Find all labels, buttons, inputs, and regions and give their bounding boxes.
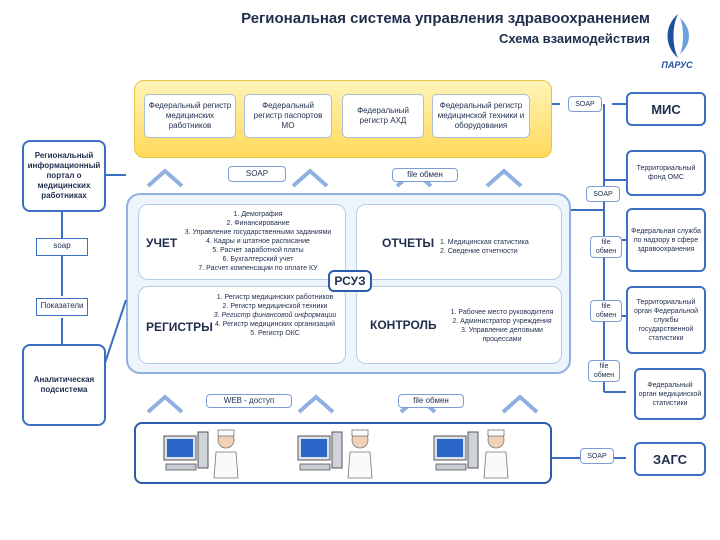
up-arrow-icon [146,168,184,188]
list-item: 2. Сведение отчетности [440,248,518,255]
zags-box: ЗАГС [634,442,706,476]
list-item: 6. Бухгалтерский учет [222,256,294,263]
soap-link-label: SOAP [228,166,286,182]
fed-stat-file-label: file обмен [588,360,620,382]
federal-register-med-workers: Федеральный регистр медицинских работник… [144,94,236,138]
kontrol-block [356,286,562,364]
uchet-list: 1. Демография 2. Финансирование 3. Управ… [178,210,338,273]
foms-soap-label: SOAP [586,186,620,202]
registry-block [138,286,346,364]
mis-box: МИС [626,92,706,126]
list-item: 1. Рабочее место руководителя [450,309,554,316]
indicators-label: Показатели [36,298,88,316]
file-exchange-label: file обмен [398,394,464,408]
workstation-icon [163,429,239,479]
federal-register-ahd: Федеральный регистр АХД [342,94,424,138]
list-item: 1. Регистр медицинских работников [216,294,334,301]
registry-list: 1. Регистр медицинских работников 2. Рег… [212,293,338,338]
registry-title: РЕГИСТРЫ [146,320,213,334]
list-item: 5. Расчет заработной платы [212,247,304,254]
list-item: 3. Управление деловыми процессами [461,327,543,343]
foms-box: Территориальный фонд ОМС [626,150,706,196]
soap-label: soap [36,238,88,256]
roszdrav-file-label: file обмен [590,236,622,258]
roszdrav-box: Федеральная служба по надзору в сфере зд… [626,208,706,272]
list-item: 3. Управление государственными заданиями [184,229,332,236]
list-item: 2. Финансирование [226,220,290,227]
list-item: 4. Регистр медицинских организаций [214,321,336,328]
list-item: 1. Медицинская статистика [440,239,529,246]
zags-soap-label: SOAP [580,448,614,464]
up-arrow-icon [501,394,539,414]
parus-logo [667,14,689,58]
page-title: Региональная система управления здравоох… [241,10,650,27]
up-arrow-icon [146,394,184,414]
federal-register-med-equipment: Федеральный регистр медицинской техники … [432,94,530,138]
up-arrow-icon [297,394,335,414]
list-item: 2. Регистр медицинской техники [222,303,328,310]
list-item: 4. Кадры и штатное расписание [206,238,310,245]
logo-text: ПАРУС [661,60,693,70]
list-item: 2. Администратор учреждения [452,318,552,325]
regional-portal-box: Региональный информационный портал о мед… [22,140,106,212]
list-item: 3. Регистр финансовой информации [213,312,337,319]
workstation-icon [433,429,509,479]
fed-stat-box: Федеральный орган медицинской статистики [634,368,706,420]
analytics-subsystem-box: Аналитическая подсистема [22,344,106,426]
kontrol-title: КОНТРОЛЬ [370,318,437,332]
kontrol-list: 1. Рабочее место руководителя 2. Админис… [444,308,560,344]
otchety-list: 1. Медицинская статистика 2. Сведение от… [440,238,546,256]
federal-register-mo-passports: Федеральный регистр паспортов МО [244,94,332,138]
rsuz-label: РСУЗ [328,270,372,292]
up-arrow-icon [291,168,329,188]
page-subtitle: Схема взаимодействия [499,31,650,46]
mis-soap-label: SOAP [568,96,602,112]
list-item: 1. Демография [233,211,283,218]
list-item: 7. Расчет компенсации по оплате КУ [198,265,318,272]
list-item: 5. Регистр ОКС [250,330,300,337]
uchet-title: УЧЕТ [146,236,178,250]
workstation-icon [297,429,373,479]
otchety-title: ОТЧЕТЫ [382,236,435,250]
file-exchange-link-label: file обмен [392,168,458,182]
rosstat-box: Территориальный орган Федеральной службы… [626,286,706,354]
up-arrow-icon [485,168,523,188]
rosstat-file-label: file обмен [590,300,622,322]
uchet-block [138,204,346,280]
otchety-block [356,204,562,280]
web-access-label: WEB - доступ [206,394,292,408]
